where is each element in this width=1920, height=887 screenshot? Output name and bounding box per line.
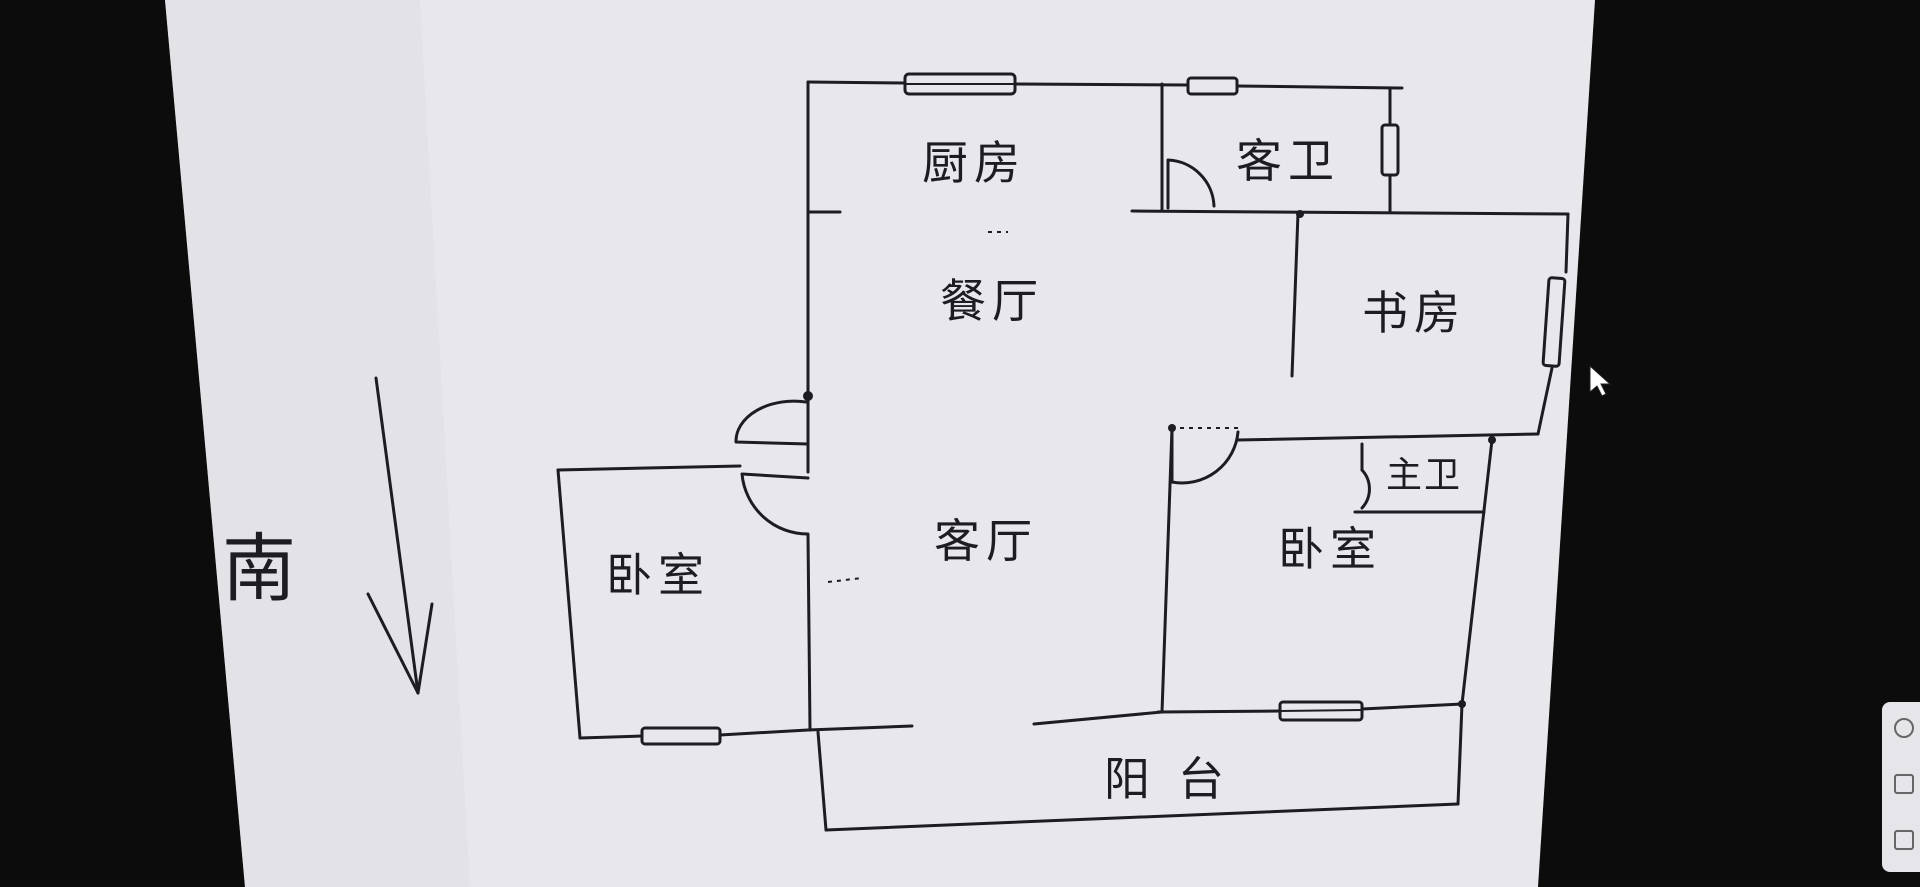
wall-study-bottom [1236,432,1540,442]
window-guest-bath [1186,76,1239,96]
room-label-dining-room: 餐厅 [940,274,1044,328]
wall-guest-bath-bottom [1130,209,1570,216]
wall-top-right [1235,84,1404,90]
room-label-guest-bathroom: 客卫 [1236,134,1340,188]
room-label-master-bathroom: 主卫 [1386,455,1463,496]
wall-top-mid [1013,82,1190,87]
toolbar-icon-3[interactable] [1894,830,1914,850]
wall-study-left [1290,211,1300,378]
mouse-cursor-icon [1589,364,1612,397]
paper-sheet [165,0,1595,887]
room-label-bedroom-left: 卧室 [606,548,710,602]
room-label-bedroom-right: 卧室 [1278,522,1382,576]
south-arrow-head-left [366,592,420,695]
door-guest-bath [1166,158,1216,210]
room-label-living-room: 客厅 [934,514,1038,568]
wall-left-bedroom-bottom-a [578,734,644,740]
room-label-kitchen: 厨房 [922,136,1026,190]
toolbar-icon-1[interactable] [1894,718,1914,738]
south-arrow-shaft [374,376,420,695]
wall-right-bedroom-bottom-a [1156,709,1282,714]
paper-shade [165,0,470,887]
south-arrow-head-right [416,602,434,695]
wall-left-bedroom-left [556,468,582,740]
wall-living-bottom-right [1032,710,1164,726]
wall-balcony-right [1456,702,1464,806]
orientation-label: 南 [222,526,296,612]
wall-right-bedroom-bottom-b [1360,702,1464,711]
window-left-bedroom [640,726,722,746]
wall-top-left [806,80,907,85]
wall-living-bottom-left [806,724,914,732]
window-study [1541,276,1567,368]
door-right-bedroom [1170,426,1240,485]
room-label-study: 书房 [1362,286,1466,340]
door-master-bath [1360,468,1371,510]
toolbar-icon-2[interactable] [1894,774,1914,794]
door-left-bedroom [740,472,810,536]
wall-right-bedroom-outer [1460,438,1494,706]
wall-left-bedroom-bottom-b [718,728,810,737]
wall-right-bedroom-left [1160,426,1174,714]
wall-balcony-left [816,730,828,832]
wall-study-right-upper [1564,212,1570,274]
side-toolbar[interactable] [1882,702,1920,872]
wall-balcony-bottom [824,802,1460,832]
room-label-balcony: 阳台 [1104,752,1252,806]
door-entrance [734,399,810,446]
window-guest-bath-side [1380,123,1400,177]
wall-left-bedroom-right [806,533,812,732]
wall-study-right-lower [1536,366,1554,436]
wall-left-bedroom-top [556,464,742,472]
